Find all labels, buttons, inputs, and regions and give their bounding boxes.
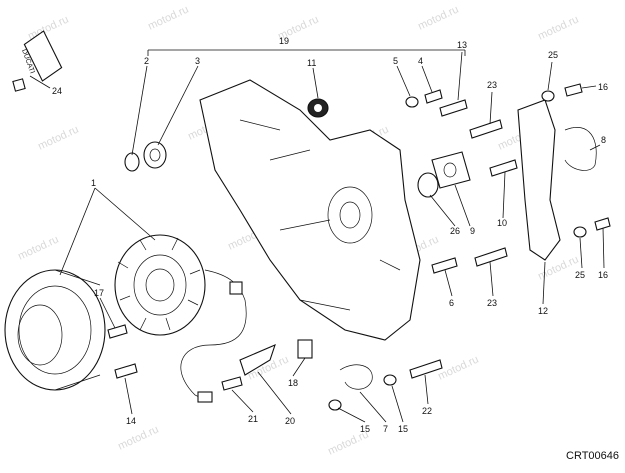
screw [114, 363, 138, 379]
callout-1: 1 [91, 178, 96, 188]
screw [564, 83, 583, 97]
callout-3: 3 [195, 56, 200, 66]
callout-24: 24 [52, 86, 62, 96]
callout-21: 21 [248, 414, 258, 424]
callout-18: 18 [288, 378, 298, 388]
screw [431, 257, 458, 274]
washer [328, 399, 342, 411]
watermark: motod.ru [116, 423, 160, 452]
watermark: motod.ru [16, 233, 60, 262]
callout-19: 19 [279, 36, 289, 46]
o-ring [417, 172, 439, 198]
group-bracket-19 [147, 49, 466, 56]
watermark: motod.ru [416, 3, 460, 32]
callout-11: 11 [307, 58, 316, 68]
alternator-stator [114, 234, 206, 336]
screw [489, 159, 518, 177]
callout-14: 14 [126, 416, 136, 426]
small-cover [431, 151, 471, 189]
callout-8: 8 [601, 135, 606, 145]
spacer [297, 339, 313, 359]
callout-6: 6 [449, 298, 454, 308]
washer [383, 374, 397, 386]
screw [409, 359, 443, 379]
callout-2: 2 [144, 56, 149, 66]
leader-lines [29, 51, 605, 423]
screw [107, 324, 128, 339]
callout-13: 13 [457, 40, 467, 50]
screw [594, 217, 611, 231]
screw [439, 99, 468, 117]
callout-23: 23 [487, 298, 497, 308]
small-cover-hole [443, 162, 457, 178]
callout-5: 5 [393, 56, 398, 66]
callout-15: 15 [360, 424, 370, 434]
callout-20: 20 [285, 416, 295, 426]
callout-4: 4 [418, 56, 423, 66]
callout-23: 23 [487, 80, 497, 90]
alternator-rotor [4, 269, 106, 391]
watermark: motod.ru [536, 13, 580, 42]
hose-clamp [339, 364, 373, 390]
screw [474, 247, 508, 267]
callout-9: 9 [470, 226, 475, 236]
callout-26: 26 [450, 226, 460, 236]
watermark: motod.ru [146, 3, 190, 32]
callout-16: 16 [598, 270, 608, 280]
screw [424, 89, 443, 104]
bearing-bore [149, 148, 161, 162]
callout-22: 22 [422, 406, 432, 416]
wire-connector [197, 391, 213, 403]
callout-25: 25 [575, 270, 585, 280]
callout-7: 7 [383, 424, 388, 434]
callout-16: 16 [598, 82, 608, 92]
callout-10: 10 [497, 218, 507, 228]
callout-labels: 19 2 3 11 5 4 13 25 16 23 8 24 1 26 9 10… [52, 36, 608, 434]
wire-guide [239, 344, 276, 376]
washer [573, 226, 587, 238]
callout-17: 17 [94, 288, 104, 298]
oil-seal [307, 98, 329, 118]
wire-connector [229, 281, 243, 295]
generator-cover [199, 79, 421, 341]
callout-15: 15 [398, 424, 408, 434]
washer [541, 90, 555, 102]
callout-25: 25 [548, 50, 558, 60]
watermark: motod.ru [436, 353, 480, 382]
washer [405, 96, 419, 108]
screw [469, 119, 503, 139]
watermark: motod.ru [36, 123, 80, 152]
drawing-code: CRT00646 [566, 450, 619, 462]
grease-tube: DUCATI [12, 30, 63, 92]
cable-bracket [517, 99, 561, 261]
callout-12: 12 [538, 306, 548, 316]
bearing [143, 141, 167, 169]
screw [221, 376, 243, 391]
circlip [124, 152, 140, 172]
